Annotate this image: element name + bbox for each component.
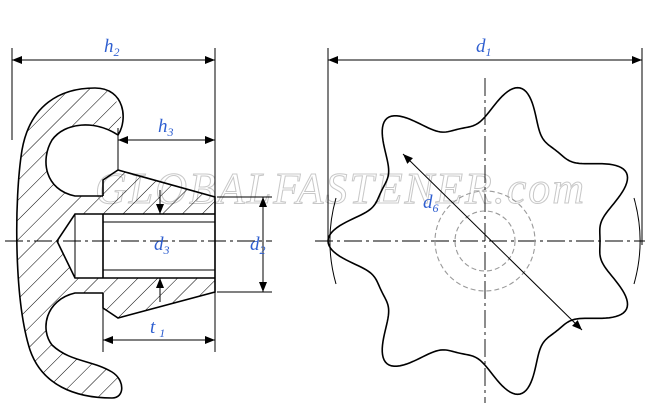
envelope-arc-right	[633, 197, 641, 285]
envelope-arc-left	[329, 197, 337, 285]
top-view-dimensions	[327, 48, 643, 331]
label-d2: d2	[250, 234, 266, 257]
bore-outline	[56, 213, 215, 279]
knob-section-outline	[15, 87, 113, 399]
section-dimensions	[11, 48, 272, 352]
section-hatch	[16, 88, 122, 398]
upper-hook-outline	[45, 87, 124, 197]
label-h3: h3	[158, 116, 174, 139]
top-view	[315, 78, 645, 403]
hub-hatch	[103, 170, 215, 318]
section-view	[5, 87, 272, 399]
label-d3: d3	[154, 234, 170, 257]
label-d1: d1	[476, 36, 492, 59]
label-d6: d6	[423, 192, 439, 215]
label-h2: h2	[104, 36, 120, 59]
lower-hook-outline	[45, 292, 123, 399]
